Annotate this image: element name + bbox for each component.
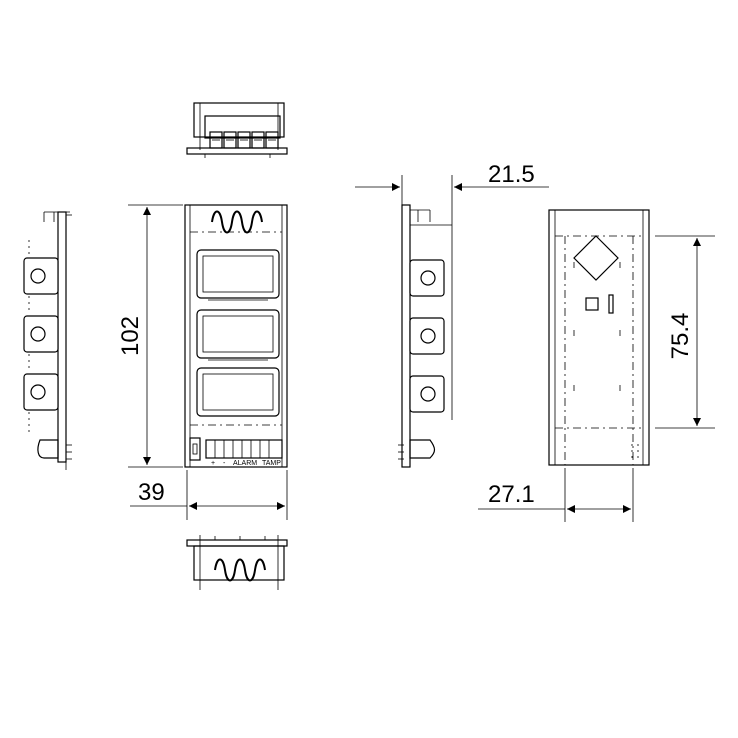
front-view: + - ALARM TAMP [184,204,288,468]
dimension-hole-height: 75.4 [655,235,715,429]
dimension-width: 39 [130,470,288,520]
top-view [186,102,288,158]
label-tamp: TAMP [262,460,281,467]
label-minus: - [223,460,226,467]
top-view-terminal-block [209,131,279,149]
dim-hole-width-text: 27.1 [488,481,535,508]
dim-hole-height-text: 75.4 [667,313,694,360]
front-terminal-strip: + - ALARM TAMP [189,437,283,467]
rear-view [548,209,650,466]
battery-holders [196,249,280,417]
dimension-height: 102 [117,204,183,468]
bottom-view [186,535,288,590]
dimension-depth: 21.5 [355,161,549,205]
dim-depth-text: 21.5 [488,161,535,188]
label-plus: + [211,460,215,467]
bottom-spring [214,558,266,582]
right-side-view [398,200,453,468]
spring [211,210,263,234]
left-side-view [23,211,72,470]
label-alarm: ALARM [233,460,257,467]
mount-diamond [573,235,619,281]
dim-height-text: 102 [117,316,144,356]
dim-width-text: 39 [138,479,165,506]
dimension-hole-width: 27.1 [478,468,634,522]
